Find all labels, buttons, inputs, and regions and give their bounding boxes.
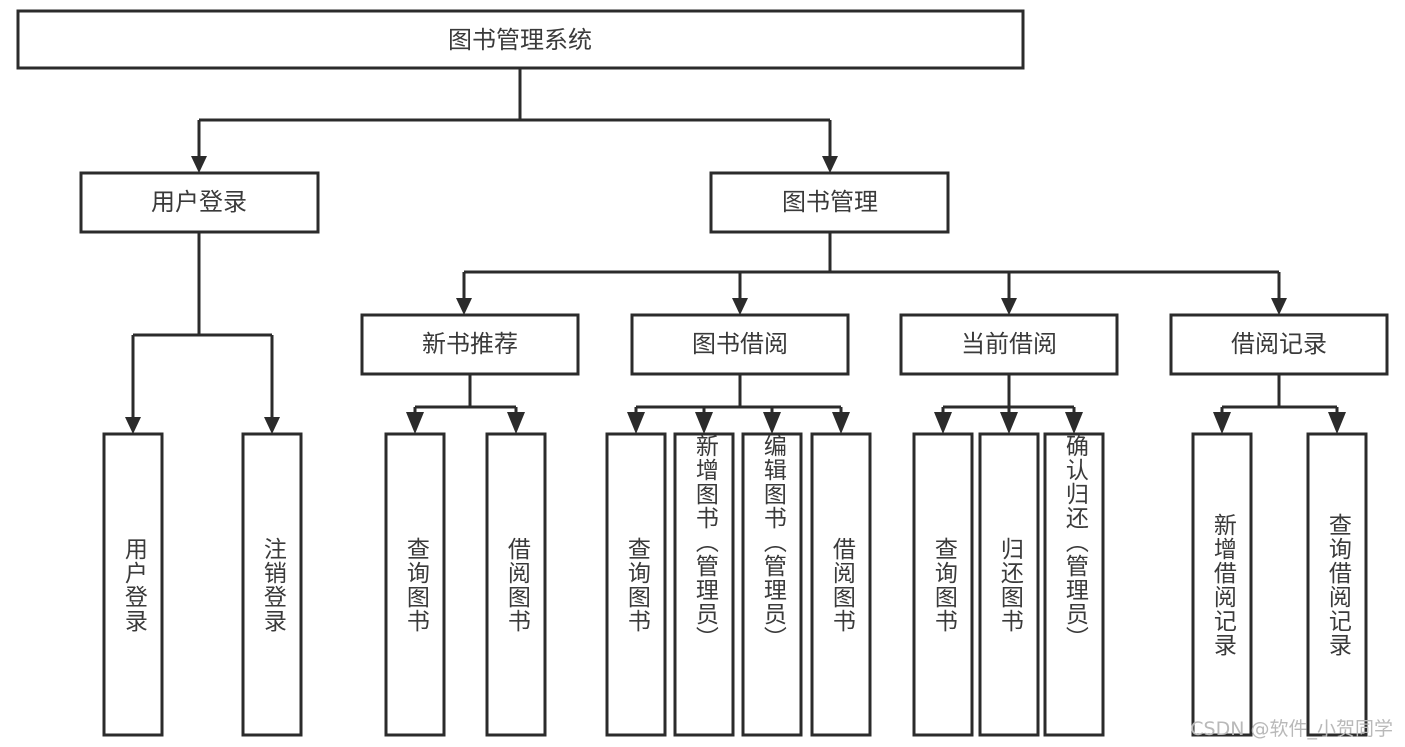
node-new-book-recommend-label: 新书推荐 [422,330,518,358]
leaf-box-query-borrow-record[interactable] [1306,432,1368,737]
node-book-borrow-label: 图书借阅 [692,330,788,358]
arrow-head-icon [732,298,748,315]
leaf-box-logout-login[interactable] [241,432,303,737]
leaf-box-borrow-book-recommend[interactable] [485,432,547,737]
arrow-head-icon [507,412,525,434]
node-root-label: 图书管理系统 [448,26,592,54]
arrow-head-icon [627,412,645,434]
node-book-management-label: 图书管理 [782,188,878,216]
node-current-borrow-label: 当前借阅 [961,330,1057,358]
node-new-book-recommend[interactable]: 新书推荐 [360,313,580,376]
leaf-box-user-login[interactable] [102,432,164,737]
node-book-management[interactable]: 图书管理 [709,171,950,234]
arrow-head-icon [191,156,207,173]
node-current-borrow-box[interactable] [899,313,1119,376]
leaf-box-add-borrow-record[interactable] [1191,432,1253,737]
leaf-box-query-book-recommend[interactable] [384,432,446,737]
node-current-borrow[interactable]: 当前借阅 [899,313,1119,376]
leaf-box-query-book-borrow[interactable] [605,432,667,737]
arrow-head-icon [832,412,850,434]
arrow-head-icon [1000,412,1018,434]
node-book-borrow[interactable]: 图书借阅 [630,313,850,376]
node-borrow-record[interactable]: 借阅记录 [1169,313,1389,376]
arrow-head-icon [1001,298,1017,315]
leaf-box-add-book-admin[interactable] [673,432,735,737]
connector-new-book-recommend-to-leaves [406,374,525,434]
arrow-head-icon [934,412,952,434]
arrow-head-icon [822,156,838,173]
leaf-box-edit-book-admin[interactable] [741,432,803,737]
node-user-login-box[interactable] [79,171,320,234]
arrow-head-icon [695,412,713,434]
leaf-box-borrow-book[interactable] [810,432,872,737]
arrow-head-icon [1271,298,1287,315]
connector-user-login-to-leaves [125,232,280,434]
connector-book-management-to-level2 [456,232,1287,315]
node-user-login[interactable]: 用户登录 [79,171,320,234]
leaf-box-query-book-current[interactable] [912,432,974,737]
arrow-head-icon [456,298,472,315]
arrow-head-icon [406,412,424,434]
arrow-head-icon [1328,412,1346,434]
node-root-box[interactable] [16,9,1025,70]
connector-current-borrow-to-leaves [934,374,1083,434]
connector-borrow-record-to-leaves [1213,374,1346,434]
connector-root-to-level1 [191,68,838,173]
arrow-head-icon [125,417,141,434]
node-borrow-record-label: 借阅记录 [1231,330,1327,358]
leaf-box-return-book[interactable] [978,432,1040,737]
leaf-box-confirm-return-admin[interactable] [1043,432,1105,737]
arrow-head-icon [264,417,280,434]
connector-book-borrow-to-leaves [627,374,850,434]
node-new-book-recommend-box[interactable] [360,313,580,376]
arrow-head-icon [1065,412,1083,434]
node-root[interactable]: 图书管理系统 [16,9,1025,70]
arrow-head-icon [763,412,781,434]
node-user-login-label: 用户登录 [151,188,247,216]
arrow-head-icon [1213,412,1231,434]
